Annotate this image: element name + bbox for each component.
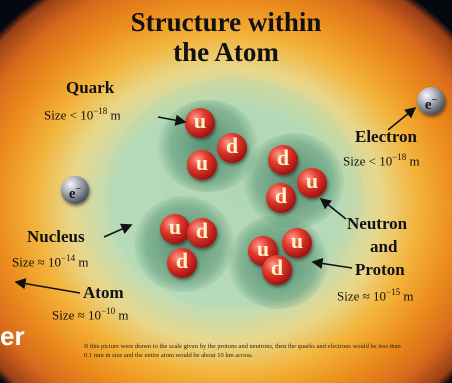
quark-up: u [297, 168, 327, 198]
quark-down: d [187, 218, 217, 248]
clipped-edge-text: er [0, 321, 25, 351]
electron-label: Electron [355, 127, 418, 146]
atom-label: Atom [83, 283, 124, 302]
scale-footnote: If this picture were drawn to the scale … [84, 343, 401, 359]
neutron-arrow [319, 198, 347, 220]
quark-down: d [217, 133, 247, 163]
proton-label: Proton [355, 260, 405, 279]
quark-label: Quark [66, 78, 115, 97]
quark-up: u [248, 236, 278, 266]
title-line-1: Structure within [130, 7, 322, 37]
atom-arrow [14, 278, 81, 294]
quark-up: u [282, 228, 312, 258]
nucleus-label: Nucleus [27, 227, 85, 246]
title-line-2: the Atom [173, 37, 279, 67]
electron-arrow [387, 106, 417, 131]
proton-arrow [311, 257, 353, 269]
quark-down: d [268, 145, 298, 175]
neutron-proton-size: Size ≈ 10−15 m [337, 287, 414, 304]
electron-particle: e− [417, 87, 445, 115]
nucleus-arrow [103, 223, 133, 238]
quark-down: d [262, 255, 292, 285]
nucleus-size: Size ≈ 10−14 m [12, 253, 89, 270]
neutron-label: Neutron [347, 214, 408, 233]
quark-up: u [187, 150, 217, 180]
quark-up: u [160, 214, 190, 244]
electron-size: Size < 10−18 m [343, 152, 420, 169]
quark-down: d [266, 183, 296, 213]
atom-size: Size ≈ 10−10 m [52, 306, 129, 323]
and-label: and [370, 237, 398, 256]
quark-up: u [185, 108, 215, 138]
electron-particle: e− [61, 176, 89, 204]
quark-down: d [167, 248, 197, 278]
quark-size: Size < 10−18 m [44, 106, 121, 123]
quark-arrow [157, 114, 187, 126]
